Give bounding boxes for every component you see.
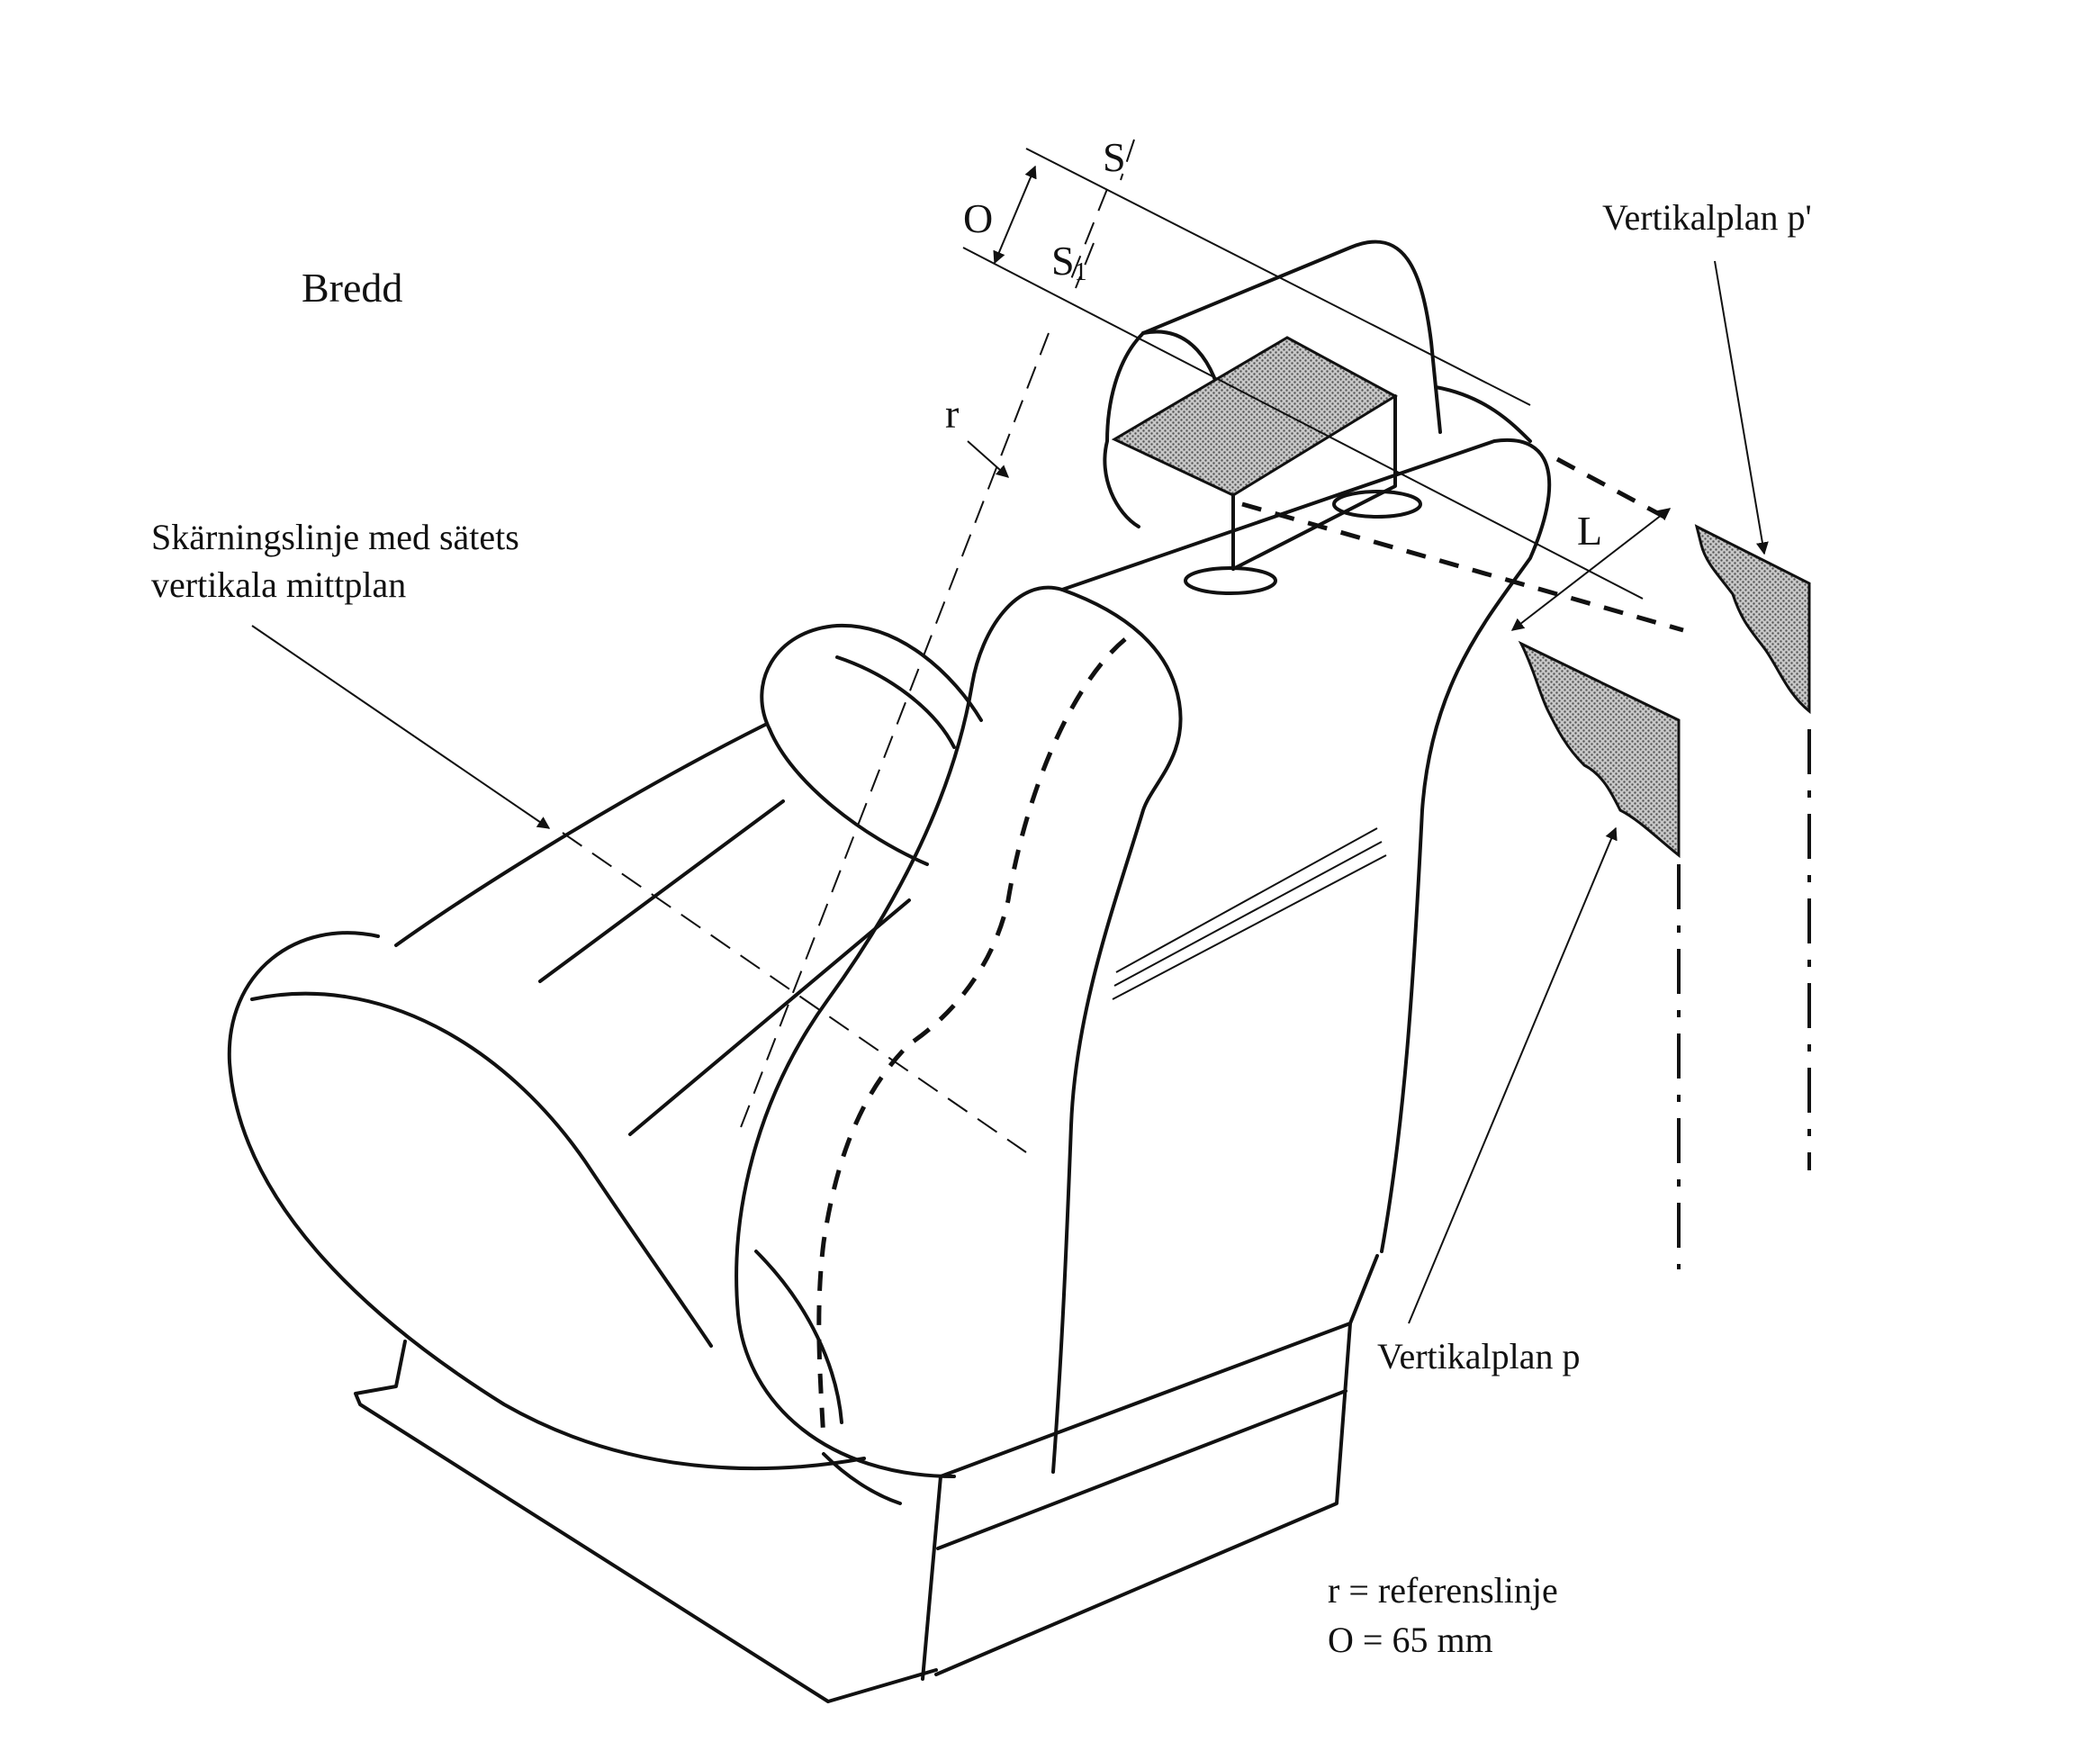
seat-cushion xyxy=(227,723,911,1471)
diagram-labels: Bredd S O S1 r L Vertikalplan p' Vertika… xyxy=(151,134,1812,1660)
label-vertical-plane-p-prime: Vertikalplan p' xyxy=(1602,197,1812,238)
label-intersection-line-2: vertikala mittplan xyxy=(151,564,406,605)
vertical-plane-p xyxy=(1408,640,1681,1324)
label-vertical-plane-p: Vertikalplan p xyxy=(1377,1336,1581,1376)
vertical-plane-p-prime xyxy=(1694,260,1811,1170)
construction-lines xyxy=(251,139,1684,1153)
head-restraint xyxy=(1103,239,1532,595)
seat-base xyxy=(354,1254,1379,1703)
label-s1: S1 xyxy=(1051,238,1087,286)
label-l: L xyxy=(1577,508,1602,554)
label-s: S xyxy=(1103,134,1126,180)
seat-backrest xyxy=(735,438,1552,1505)
left-bolster xyxy=(760,623,983,866)
label-r: r xyxy=(945,391,959,437)
legend-r: r = referenslinje xyxy=(1328,1570,1558,1611)
label-o: O xyxy=(963,195,993,241)
legend-o: O = 65 mm xyxy=(1328,1620,1493,1660)
label-intersection-line-1: Skärningslinje med sätets xyxy=(151,517,519,557)
title-bredd: Bredd xyxy=(302,265,402,311)
